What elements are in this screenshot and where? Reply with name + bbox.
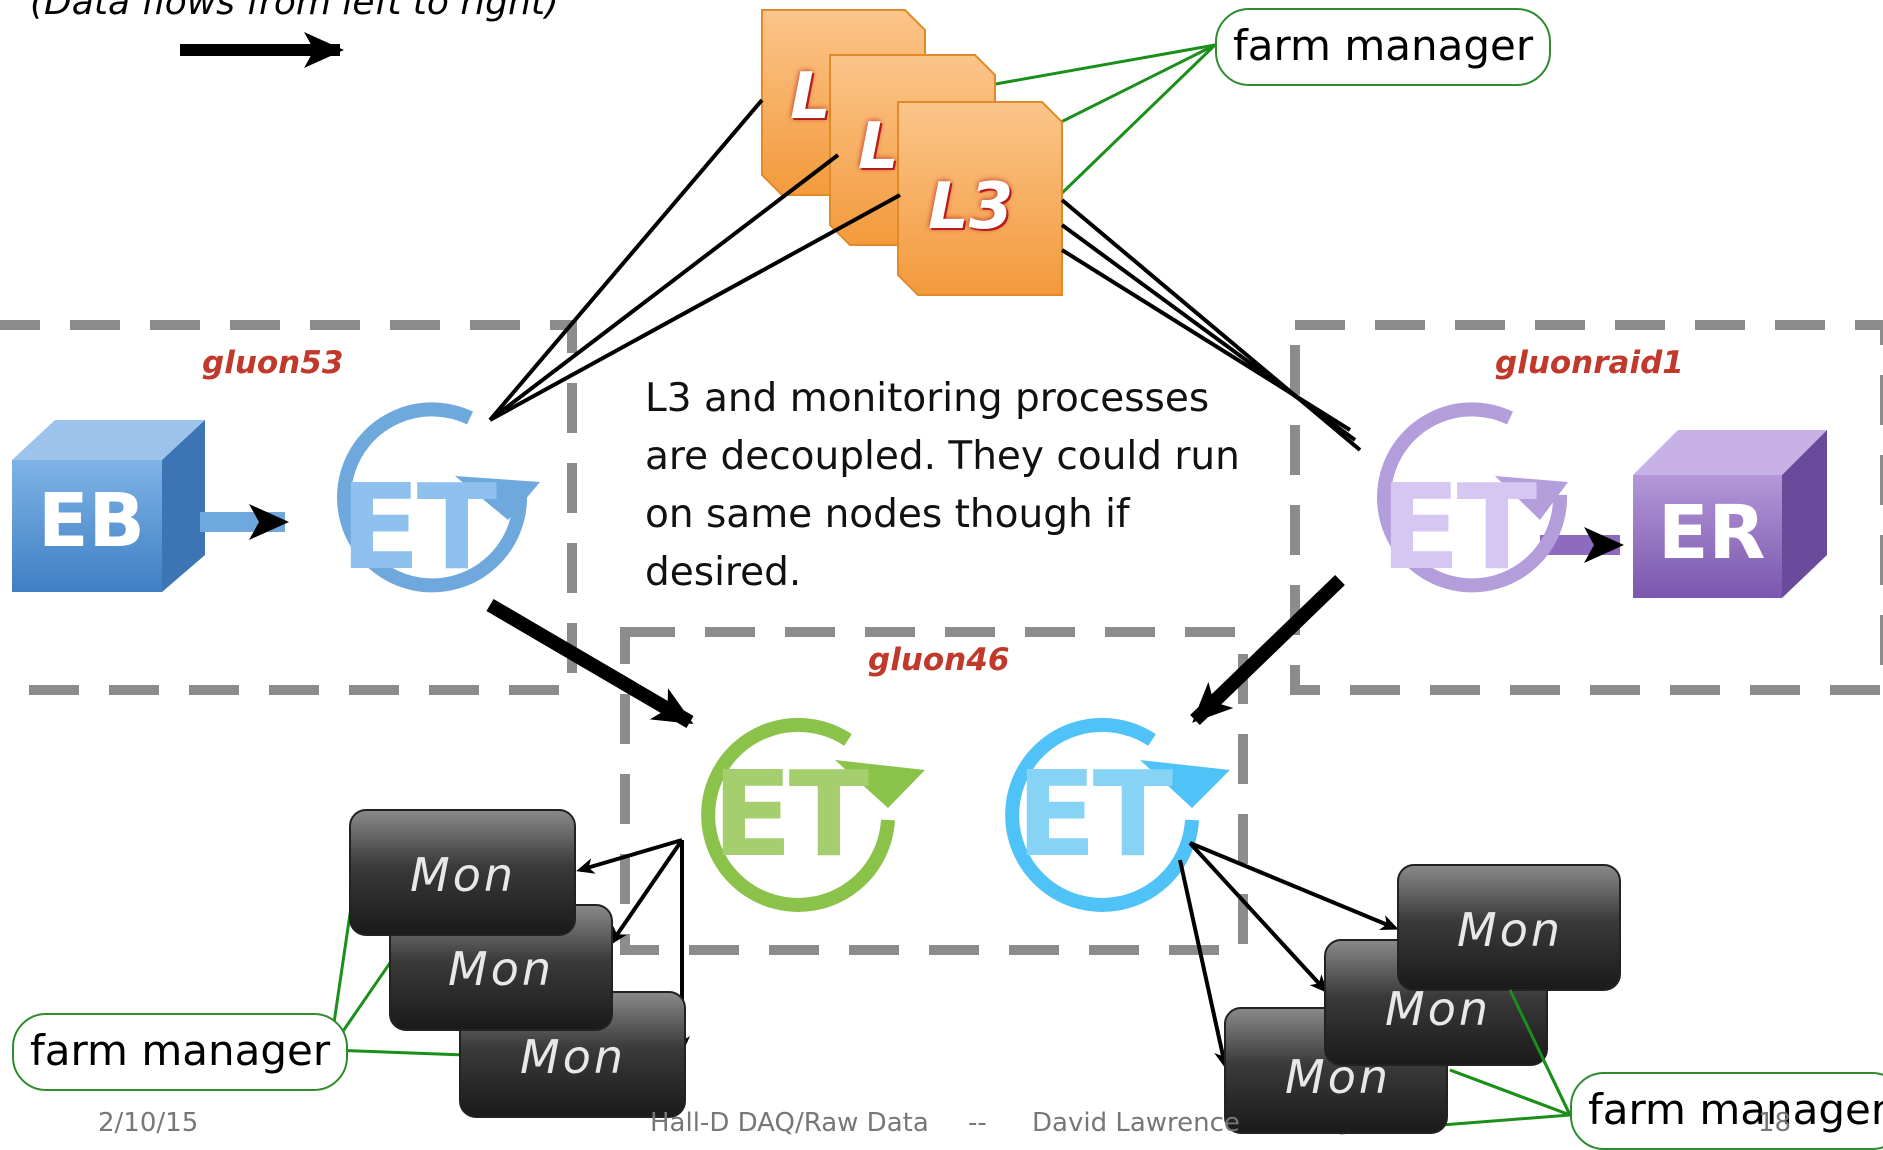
farm-manager-links-front bbox=[1449, 989, 1572, 1117]
l3-label-2: L bbox=[858, 110, 899, 184]
et-ring-gluonraid1 bbox=[1377, 402, 1568, 593]
er-box bbox=[1633, 430, 1827, 598]
footer-separator: -- bbox=[968, 1108, 987, 1138]
mon-label-left-2: Mon bbox=[448, 942, 554, 996]
gluon46-box bbox=[620, 627, 1248, 955]
node-label-gluon53: gluon53 bbox=[202, 345, 344, 381]
mon-box-right-1 bbox=[1397, 864, 1621, 991]
et-to-l3-arrows bbox=[488, 98, 901, 422]
gluonraid1-box bbox=[1290, 320, 1883, 695]
gluonraid1-to-gluon46-arrow bbox=[1190, 574, 1345, 726]
et-label-gluon53: ET bbox=[340, 458, 497, 596]
footer-date: 2/10/15 bbox=[98, 1108, 199, 1138]
footer-page-number: 18 bbox=[1758, 1108, 1792, 1138]
er-label: ER bbox=[1658, 490, 1766, 576]
mon-label-left-3: Mon bbox=[520, 1030, 626, 1084]
gluon53-box bbox=[0, 320, 577, 695]
mon-box-left-1 bbox=[349, 809, 576, 936]
mon-label-right-2: Mon bbox=[1385, 982, 1491, 1036]
mon-label-right-1: Mon bbox=[1457, 903, 1563, 957]
gluon53-to-gluon46-arrow bbox=[486, 598, 694, 729]
l3-document-3 bbox=[897, 101, 1063, 296]
mon-label-left-1: Mon bbox=[410, 848, 516, 902]
decoupling-note: L3 and monitoring processes are decouple… bbox=[645, 376, 1240, 595]
et-label-gluonraid1: ET bbox=[1380, 458, 1537, 596]
footer-author: David Lawrence bbox=[1032, 1108, 1240, 1138]
et-ring-gluon53 bbox=[334, 399, 540, 596]
data-flow-hint: (Data flows from left to right) bbox=[30, 0, 559, 23]
farm-manager-left: farm manager bbox=[12, 1013, 349, 1091]
l3-to-et-arrows bbox=[1060, 198, 1362, 452]
eb-label: EB bbox=[38, 478, 145, 564]
et-ring-cyan bbox=[1005, 717, 1230, 912]
l3-label-3: L3 bbox=[928, 170, 1014, 244]
et-to-mon-arrows-right bbox=[1178, 841, 1399, 1069]
et-ring-green bbox=[701, 717, 925, 912]
node-label-gluon46: gluon46 bbox=[868, 642, 1010, 678]
et-label-gluon46-cyan: ET bbox=[1016, 745, 1173, 883]
footer-title: Hall-D DAQ/Raw Data bbox=[650, 1108, 929, 1138]
farm-manager-right: farm manager bbox=[1570, 1072, 1883, 1150]
node-label-gluonraid1: gluonraid1 bbox=[1495, 345, 1684, 381]
mon-label-right-3: Mon bbox=[1285, 1050, 1391, 1104]
eb-box bbox=[12, 420, 205, 592]
et-label-gluon46-green: ET bbox=[712, 745, 869, 883]
farm-manager-top: farm manager bbox=[1215, 8, 1552, 86]
l3-label-1: L bbox=[790, 60, 831, 134]
